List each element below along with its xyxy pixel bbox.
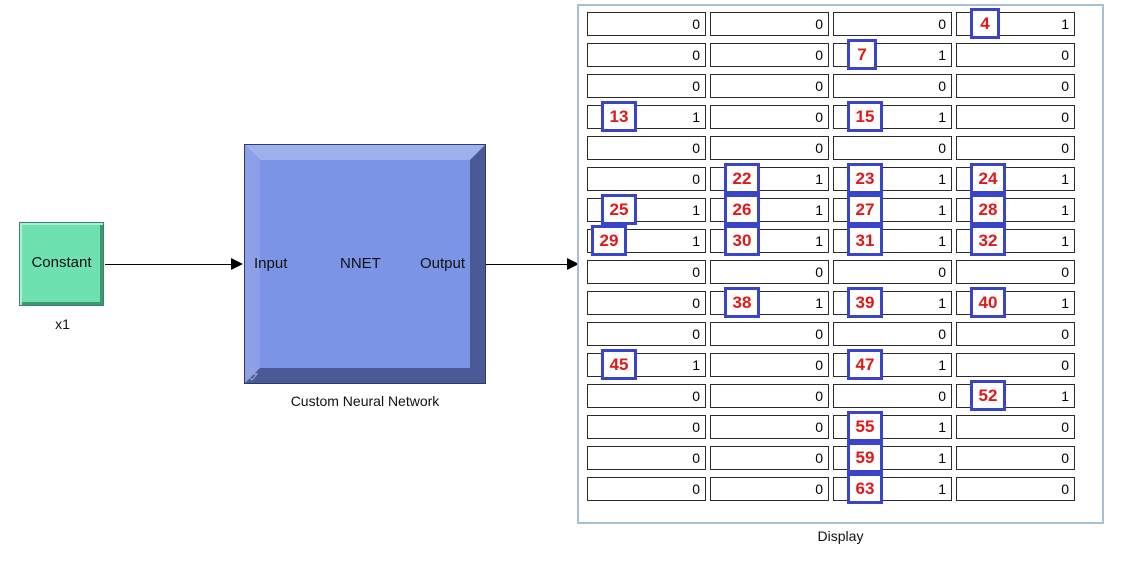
annotation-marker: 28 [970,194,1006,225]
display-cell: 0 [710,415,829,439]
annotation-marker: 25 [601,194,637,225]
display-cell: 0 [833,136,952,160]
annotation-marker: 4 [970,8,1000,39]
annotation-marker: 63 [847,473,883,504]
annotation-marker: 55 [847,411,883,442]
display-cell: 0 [956,260,1075,284]
display-cell: 0 [710,12,829,36]
annotation-marker: 29 [591,225,627,256]
display-cell: 0 [710,260,829,284]
nnet-output-port-label: Output [420,255,466,272]
arrowhead-1-icon [231,258,243,270]
mask-arrow-icon [246,368,259,381]
annotation-marker: 40 [970,287,1006,318]
annotation-marker: 27 [847,194,883,225]
display-cell: 0 [587,322,706,346]
display-cell: 0 [587,43,706,67]
display-cell: 0 [710,353,829,377]
annotation-marker: 13 [601,101,637,132]
annotation-marker: 47 [847,349,883,380]
display-cell: 0 [956,105,1075,129]
annotation-marker: 22 [724,163,760,194]
annotation-marker: 39 [847,287,883,318]
annotation-marker: 52 [970,380,1006,411]
display-cell: 0 [956,43,1075,67]
display-cell: 0 [710,43,829,67]
display-cell: 0 [710,446,829,470]
display-cell: 0 [956,136,1075,160]
annotation-marker: 23 [847,163,883,194]
display-cell: 0 [833,384,952,408]
display-cell: 0 [833,322,952,346]
display-cell: 0 [587,260,706,284]
annotation-marker: 32 [970,225,1006,256]
constant-block-label: Constant [31,254,92,271]
display-cell: 0 [956,322,1075,346]
display-cell: 0 [956,353,1075,377]
display-cell: 0 [956,74,1075,98]
display-cell: 0 [710,105,829,129]
nnet-block-bevel-left [245,145,261,383]
display-cell: 0 [956,477,1075,501]
display-cell: 0 [587,74,706,98]
display-cell: 0 [833,260,952,284]
nnet-block-title: NNET [340,255,381,272]
constant-block-caption: x1 [55,316,70,332]
nnet-block-face [260,160,470,368]
annotation-marker: 38 [724,287,760,318]
display-cell: 0 [587,446,706,470]
annotation-marker: 24 [970,163,1006,194]
annotation-marker: 26 [724,194,760,225]
display-cell: 0 [587,12,706,36]
display-cell: 0 [710,384,829,408]
annotation-marker: 30 [724,225,760,256]
display-cell: 0 [587,167,706,191]
annotation-marker: 31 [847,225,883,256]
display-cell: 0 [587,415,706,439]
nnet-block-bevel-top [245,145,485,161]
arrowhead-2-icon [567,258,579,270]
display-block-caption: Display [817,528,864,544]
annotation-marker: 45 [601,349,637,380]
display-cell: 0 [833,74,952,98]
annotation-marker: 59 [847,442,883,473]
display-cell: 0 [587,384,706,408]
signal-line-2 [486,264,567,265]
annotation-marker: 7 [847,39,877,70]
display-cell: 0 [710,136,829,160]
display-cell: 0 [587,291,706,315]
display-cell: 0 [710,74,829,98]
annotation-marker: 15 [847,101,883,132]
display-cell: 0 [587,477,706,501]
nnet-input-port-label: Input [254,255,288,272]
constant-block[interactable] [19,222,104,306]
display-cell: 0 [710,477,829,501]
display-cell: 0 [833,12,952,36]
nnet-block-caption: Custom Neural Network [290,393,440,409]
display-cell: 0 [710,322,829,346]
display-cell: 0 [587,136,706,160]
display-cell: 0 [956,446,1075,470]
signal-line-1 [105,264,233,265]
display-cell: 0 [956,415,1075,439]
